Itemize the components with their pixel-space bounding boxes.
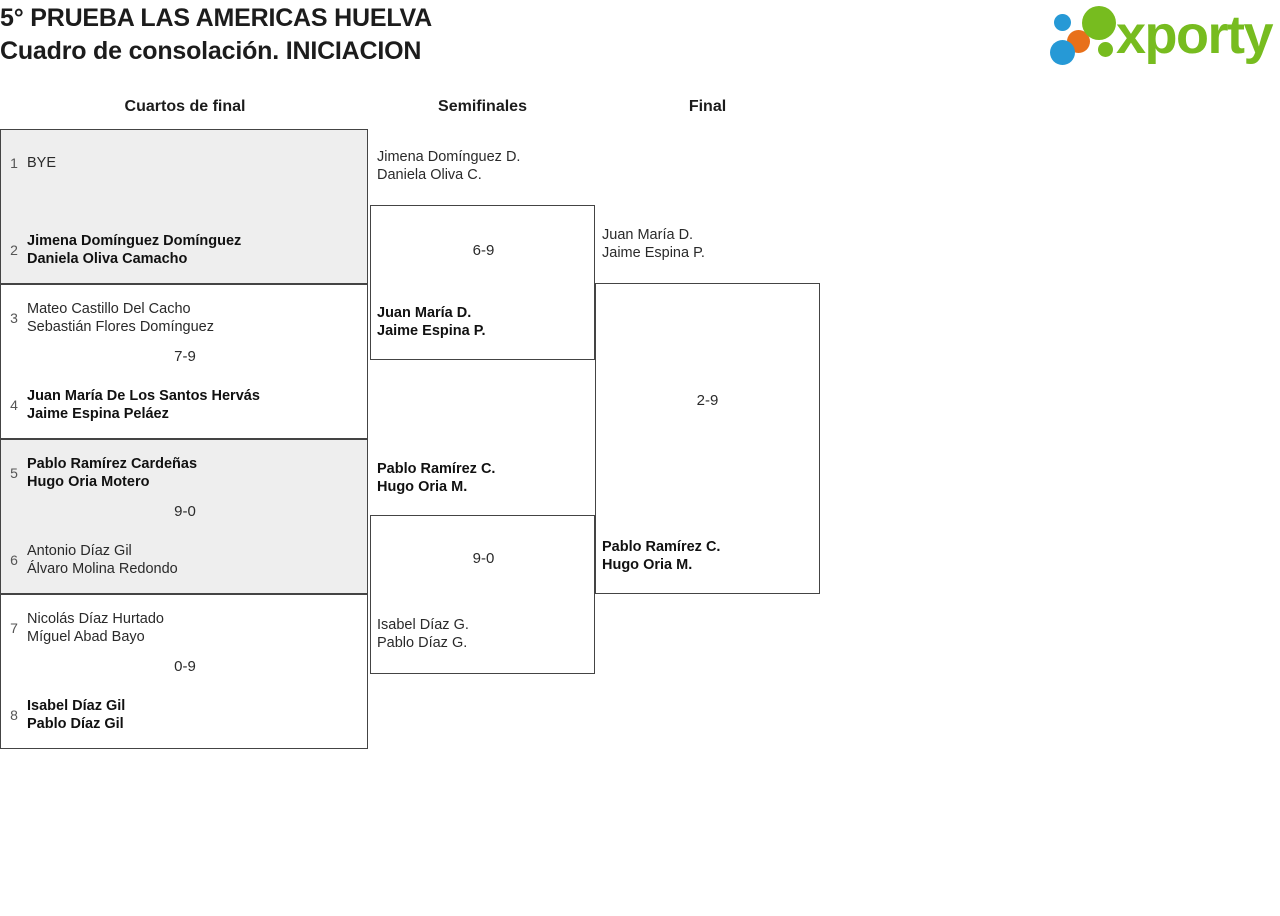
logo-dot-green-small-icon bbox=[1098, 42, 1113, 57]
logo-dot-blue-small-icon bbox=[1054, 14, 1071, 31]
seed-number: 4 bbox=[10, 397, 18, 413]
match-cell[interactable] bbox=[595, 283, 820, 594]
seed-number: 5 bbox=[10, 465, 18, 481]
match-team-top[interactable]: Jimena Domínguez D. Daniela Oliva C. bbox=[377, 149, 521, 183]
team-names: Jimena Domínguez Domínguez Daniela Oliva… bbox=[27, 233, 242, 267]
match-team-bottom[interactable]: 6 Antonio Díaz Gil Álvaro Molina Redondo bbox=[1, 535, 369, 585]
match-team-bottom[interactable]: 4 Juan María De Los Santos Hervás Jaime … bbox=[1, 380, 369, 430]
team-names: Juan María De Los Santos Hervás Jaime Es… bbox=[27, 388, 260, 422]
match-team-top[interactable]: Pablo Ramírez C. Hugo Oria M. bbox=[377, 461, 496, 495]
team-names: Antonio Díaz Gil Álvaro Molina Redondo bbox=[27, 543, 178, 577]
team-names: Pablo Ramírez Cardeñas Hugo Oria Motero bbox=[27, 456, 198, 490]
match-score: 9-0 bbox=[472, 550, 495, 567]
match-score: 0-9 bbox=[174, 658, 196, 675]
logo-dot-green-large-icon bbox=[1082, 6, 1116, 40]
seed-number: 7 bbox=[10, 620, 18, 636]
seed-number: 3 bbox=[10, 310, 18, 326]
team-names: Isabel Díaz Gil Pablo Díaz Gil bbox=[27, 698, 126, 732]
match-cell[interactable]: 1 BYE 2 Jimena Domínguez Domínguez Danie… bbox=[0, 129, 368, 284]
page-header: 5° PRUEBA LAS AMERICAS HUELVA Cuadro de … bbox=[0, 0, 1280, 80]
match-score: 9-0 bbox=[174, 503, 196, 520]
match-cell[interactable]: 7 Nicolás Díaz Hurtado Míguel Abad Bayo … bbox=[0, 594, 368, 749]
logo-wordmark: xporty bbox=[1116, 5, 1274, 65]
team-names: Mateo Castillo Del Cacho Sebastián Flore… bbox=[27, 301, 214, 335]
match-team-bottom[interactable]: 2 Jimena Domínguez Domínguez Daniela Oli… bbox=[1, 225, 369, 275]
page-title: 5° PRUEBA LAS AMERICAS HUELVA Cuadro de … bbox=[0, 4, 433, 65]
seed-number: 1 bbox=[10, 155, 18, 171]
match-team-bottom[interactable]: Isabel Díaz G. Pablo Díaz G. bbox=[377, 617, 469, 651]
match-team-top[interactable]: 5 Pablo Ramírez Cardeñas Hugo Oria Moter… bbox=[1, 448, 369, 498]
match-team-bottom[interactable]: 8 Isabel Díaz Gil Pablo Díaz Gil bbox=[1, 690, 369, 740]
round-header-final: Final bbox=[688, 98, 727, 115]
match-cell[interactable]: 6-9 bbox=[370, 205, 595, 360]
round-header-semifinals: Semifinales bbox=[438, 98, 527, 115]
match-score: 7-9 bbox=[174, 348, 196, 365]
round-header-quarterfinals: Cuartos de final bbox=[124, 98, 246, 115]
match-cell[interactable]: 5 Pablo Ramírez Cardeñas Hugo Oria Moter… bbox=[0, 439, 368, 594]
seed-number: 6 bbox=[10, 552, 18, 568]
logo-dot-blue-large-icon bbox=[1050, 40, 1075, 65]
match-team-bottom[interactable]: Juan María D. Jaime Espina P. bbox=[377, 305, 486, 339]
match-team-bottom[interactable]: Pablo Ramírez C. Hugo Oria M. bbox=[602, 539, 721, 573]
match-team-top[interactable]: 7 Nicolás Díaz Hurtado Míguel Abad Bayo bbox=[1, 603, 369, 653]
team-names: Nicolás Díaz Hurtado Míguel Abad Bayo bbox=[27, 611, 164, 645]
match-team-top[interactable]: Juan María D. Jaime Espina P. bbox=[602, 227, 705, 261]
match-team-top[interactable]: 3 Mateo Castillo Del Cacho Sebastián Flo… bbox=[1, 293, 369, 343]
match-score: 2-9 bbox=[696, 392, 719, 409]
match-team-top[interactable]: 1 BYE bbox=[1, 138, 369, 188]
xporty-logo[interactable]: xporty bbox=[1050, 4, 1276, 70]
match-cell[interactable]: 3 Mateo Castillo Del Cacho Sebastián Flo… bbox=[0, 284, 368, 439]
seed-number: 2 bbox=[10, 242, 18, 258]
match-score: 6-9 bbox=[472, 242, 495, 259]
match-cell[interactable]: 9-0 bbox=[370, 515, 595, 674]
team-names: BYE bbox=[27, 155, 57, 171]
seed-number: 8 bbox=[10, 707, 18, 723]
